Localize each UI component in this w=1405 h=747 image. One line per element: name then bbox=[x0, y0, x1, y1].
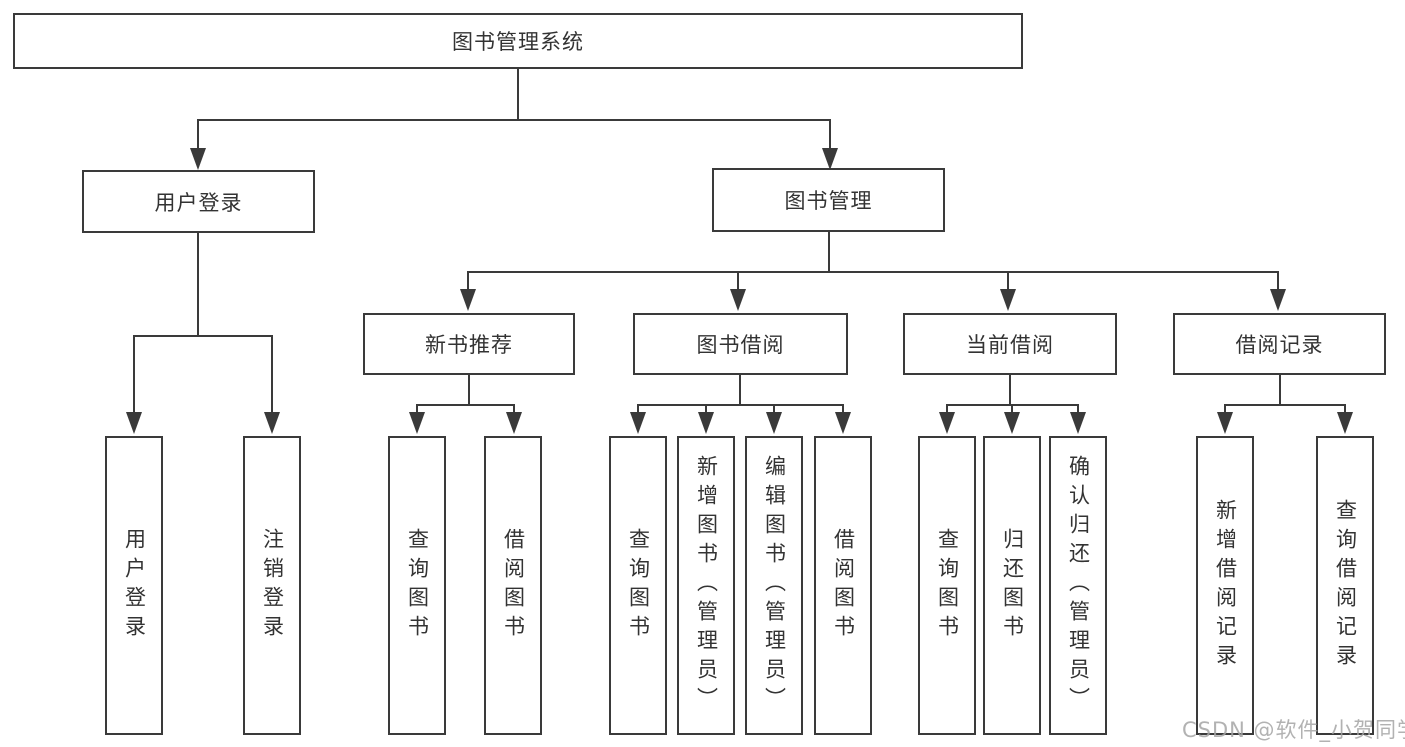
connector-management-branch bbox=[467, 271, 1279, 273]
connector-recommend-branch bbox=[416, 404, 515, 406]
connector-root-stem bbox=[517, 69, 519, 121]
connector-drop-level3 bbox=[1277, 271, 1279, 291]
arrow-down-icon bbox=[939, 412, 955, 434]
node-label: 借阅图书 bbox=[501, 527, 526, 644]
connector-drop-leaf bbox=[842, 404, 844, 414]
leaf-borrow-query-books: 查询图书 bbox=[609, 436, 667, 735]
arrow-down-icon bbox=[730, 289, 746, 311]
connector-drop-leaf bbox=[1011, 404, 1013, 414]
leaf-records-query-record: 查询借阅记录 bbox=[1316, 436, 1374, 735]
leaf-borrow-add-books-admin: 新增图书（管理员） bbox=[677, 436, 735, 735]
node-label: 新增借阅记录 bbox=[1213, 498, 1238, 673]
node-library-management-system: 图书管理系统 bbox=[13, 13, 1023, 69]
node-label: 图书借阅 bbox=[696, 333, 785, 357]
node-label: 借阅记录 bbox=[1235, 333, 1324, 357]
connector-drop-leaf bbox=[1077, 404, 1079, 414]
connector-drop-book-management bbox=[829, 119, 831, 150]
node-label: 确认归还（管理员） bbox=[1066, 455, 1091, 716]
node-label: 新书推荐 bbox=[425, 333, 513, 357]
connector-drop-leaf bbox=[513, 404, 515, 414]
node-label: 图书管理系统 bbox=[452, 30, 584, 54]
arrow-down-icon bbox=[1070, 412, 1086, 434]
connector-drop-leaf bbox=[133, 335, 135, 412]
arrow-down-icon bbox=[822, 148, 838, 170]
connector-records-stem bbox=[1279, 375, 1281, 406]
connector-drop-leaf bbox=[1344, 404, 1346, 414]
node-book-management: 图书管理 bbox=[712, 168, 945, 232]
node-book-borrow: 图书借阅 bbox=[633, 313, 848, 375]
connector-drop-level3 bbox=[467, 271, 469, 291]
leaf-recommend-borrow-books: 借阅图书 bbox=[484, 436, 542, 735]
connector-current-stem bbox=[1009, 375, 1011, 406]
arrow-down-icon bbox=[766, 412, 782, 434]
node-label: 编辑图书（管理员） bbox=[762, 455, 787, 716]
leaf-borrow-borrow-books: 借阅图书 bbox=[814, 436, 872, 735]
leaf-current-confirm-return-admin: 确认归还（管理员） bbox=[1049, 436, 1107, 735]
connector-borrow-stem bbox=[739, 375, 741, 406]
arrow-down-icon bbox=[1217, 412, 1233, 434]
connector-drop-leaf bbox=[773, 404, 775, 414]
node-current-borrow: 当前借阅 bbox=[903, 313, 1117, 375]
arrow-down-icon bbox=[190, 148, 206, 170]
connector-root-branch bbox=[197, 119, 831, 121]
leaf-user-login: 用户登录 bbox=[105, 436, 163, 735]
node-label: 用户登录 bbox=[154, 190, 243, 215]
connector-recommend-stem bbox=[468, 375, 470, 406]
node-new-book-recommend: 新书推荐 bbox=[363, 313, 575, 375]
node-borrow-records: 借阅记录 bbox=[1173, 313, 1386, 375]
arrow-down-icon bbox=[1270, 289, 1286, 311]
arrow-down-icon bbox=[630, 412, 646, 434]
arrow-down-icon bbox=[460, 289, 476, 311]
node-label: 新增图书（管理员） bbox=[694, 455, 719, 716]
connector-records-branch bbox=[1224, 404, 1346, 406]
connector-drop-leaf bbox=[637, 404, 639, 414]
connector-drop-leaf bbox=[1224, 404, 1226, 414]
node-label: 注销登录 bbox=[260, 527, 285, 644]
node-label: 归还图书 bbox=[1000, 527, 1025, 644]
connector-drop-level3 bbox=[737, 271, 739, 291]
node-label: 借阅图书 bbox=[831, 527, 856, 644]
node-label: 当前借阅 bbox=[966, 333, 1054, 357]
node-label: 查询图书 bbox=[935, 527, 960, 644]
leaf-recommend-query-books: 查询图书 bbox=[388, 436, 446, 735]
leaf-borrow-edit-books-admin: 编辑图书（管理员） bbox=[745, 436, 803, 735]
connector-management-stem bbox=[828, 232, 830, 273]
arrow-down-icon bbox=[1004, 412, 1020, 434]
leaf-current-query-books: 查询图书 bbox=[918, 436, 976, 735]
connector-drop-leaf bbox=[416, 404, 418, 414]
arrow-down-icon bbox=[409, 412, 425, 434]
connector-drop-leaf bbox=[271, 335, 273, 412]
connector-drop-leaf bbox=[705, 404, 707, 414]
arrow-down-icon bbox=[698, 412, 714, 434]
connector-login-stem bbox=[197, 233, 199, 337]
node-label: 查询图书 bbox=[626, 527, 651, 644]
leaf-records-add-record: 新增借阅记录 bbox=[1196, 436, 1254, 735]
leaf-current-return-books: 归还图书 bbox=[983, 436, 1041, 735]
node-label: 图书管理 bbox=[784, 189, 873, 213]
csdn-watermark: CSDN @软件_小贺同学 bbox=[1182, 718, 1405, 742]
node-user-login: 用户登录 bbox=[82, 170, 315, 233]
node-label: 用户登录 bbox=[122, 527, 147, 644]
node-label: 查询借阅记录 bbox=[1333, 498, 1358, 673]
leaf-logout: 注销登录 bbox=[243, 436, 301, 735]
connector-borrow-branch bbox=[637, 404, 843, 406]
arrow-down-icon bbox=[126, 412, 142, 434]
arrow-down-icon bbox=[1000, 289, 1016, 311]
arrow-down-icon bbox=[1337, 412, 1353, 434]
arrow-down-icon bbox=[835, 412, 851, 434]
node-label: 查询图书 bbox=[405, 527, 430, 644]
connector-drop-leaf bbox=[946, 404, 948, 414]
arrow-down-icon bbox=[264, 412, 280, 434]
connector-drop-level3 bbox=[1007, 271, 1009, 291]
arrow-down-icon bbox=[506, 412, 522, 434]
connector-login-branch bbox=[133, 335, 273, 337]
connector-drop-user-login bbox=[197, 119, 199, 150]
